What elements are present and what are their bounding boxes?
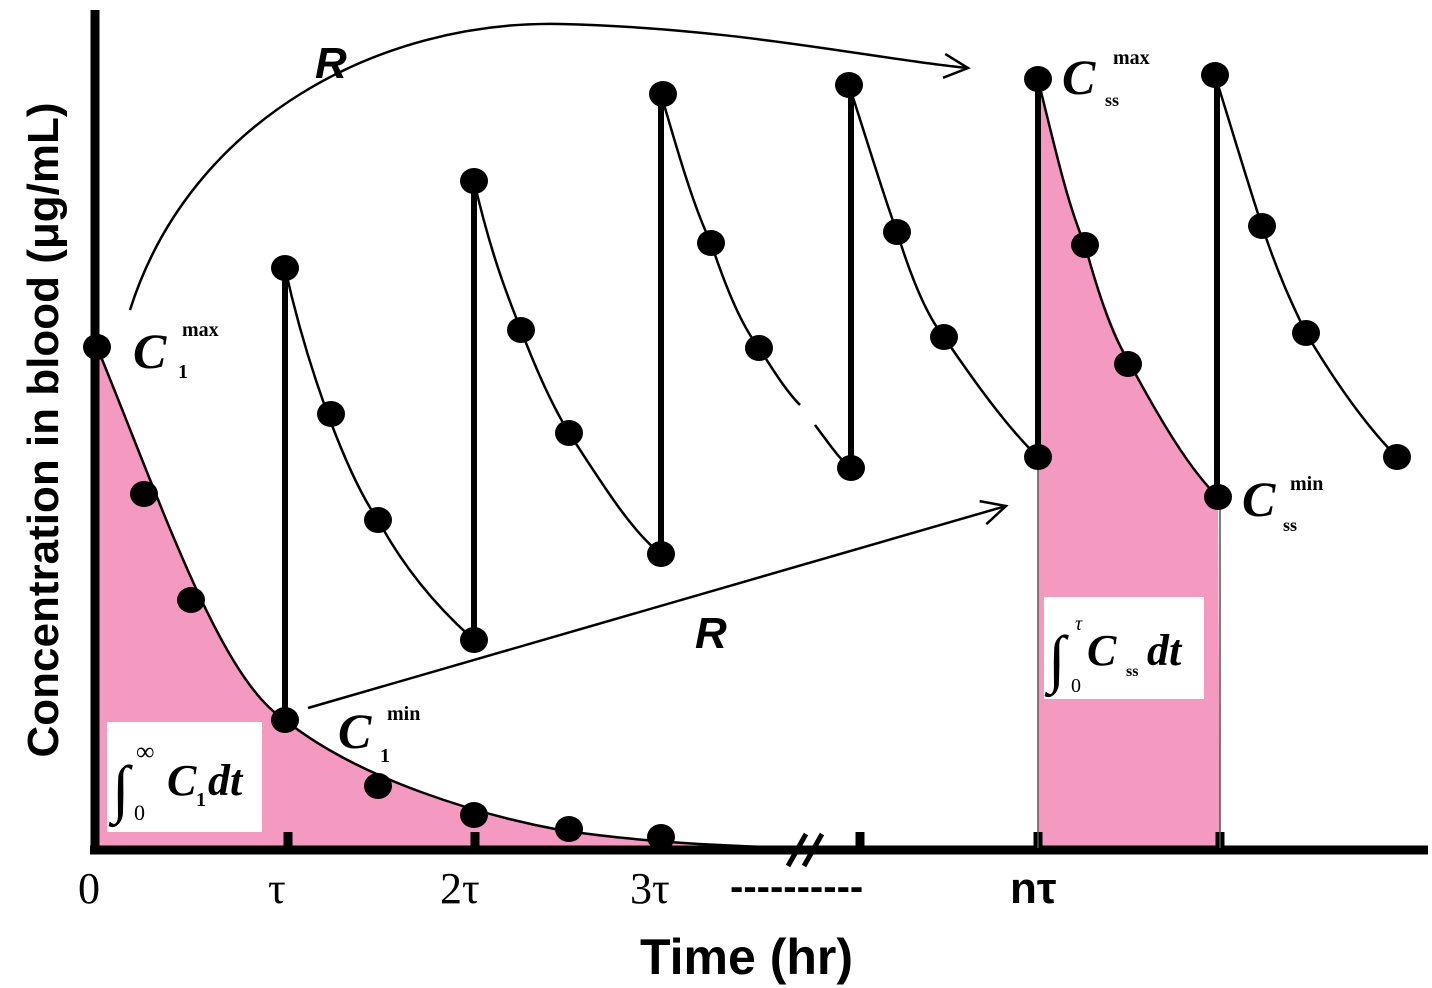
svg-text:ss: ss (1105, 90, 1119, 110)
ratio-label-min: R (695, 609, 727, 658)
svg-text:C: C (167, 756, 197, 805)
point (460, 627, 488, 653)
point (177, 587, 205, 613)
point (883, 219, 911, 245)
point (1383, 444, 1411, 470)
label-c1-min: C 1 min (338, 703, 420, 767)
auc-steady-state-area (1038, 79, 1220, 848)
svg-text:1: 1 (178, 361, 188, 383)
label-css-max: C ss max (1062, 47, 1150, 110)
point (647, 824, 675, 850)
point (317, 401, 345, 427)
svg-text:1: 1 (380, 745, 390, 767)
svg-text:dt: dt (1147, 626, 1183, 675)
integral-single-dose: ∫ 0 ∞ C 1 dt (107, 722, 262, 832)
point (130, 481, 158, 507)
svg-text:0: 0 (1071, 675, 1081, 697)
point (271, 255, 299, 281)
axis-break-mark (785, 832, 825, 868)
point (1204, 484, 1232, 510)
svg-text:min: min (1290, 473, 1323, 495)
svg-text:max: max (182, 319, 219, 341)
svg-text:∞: ∞ (136, 737, 155, 766)
point (647, 541, 675, 567)
point (83, 334, 111, 360)
svg-text:τ: τ (1075, 613, 1083, 635)
x-axis-title: Time (hr) (640, 929, 853, 985)
svg-text:C: C (1242, 471, 1276, 527)
point (1114, 351, 1142, 377)
svg-text:∫: ∫ (1044, 623, 1069, 698)
point (460, 802, 488, 828)
point (1071, 232, 1099, 258)
point (1024, 444, 1052, 470)
svg-text:C: C (1087, 626, 1117, 675)
point (364, 773, 392, 799)
svg-text:C: C (338, 703, 372, 759)
integral-steady-state: ∫ 0 τ C ss dt (1044, 597, 1204, 699)
point (507, 317, 535, 343)
tick-label-tau: τ (268, 864, 286, 913)
label-css-min: C ss min (1242, 471, 1323, 535)
point (555, 420, 583, 446)
ratio-arrow-max (128, 22, 971, 311)
point (649, 81, 677, 107)
svg-text:min: min (387, 703, 420, 725)
point (697, 230, 725, 256)
auc-ss-boundaries (1037, 457, 1221, 848)
svg-text:C: C (1062, 49, 1096, 105)
svg-text:0: 0 (134, 800, 145, 825)
point (271, 707, 299, 733)
point (1201, 62, 1229, 88)
ratio-label-max: R (315, 39, 347, 88)
svg-text:∫: ∫ (108, 753, 133, 828)
svg-text:max: max (1113, 47, 1150, 69)
tick-label-0: 0 (78, 864, 100, 913)
label-c1-max: C 1 max (133, 319, 219, 383)
point (1024, 66, 1052, 92)
point (835, 72, 863, 98)
tick-label-ntau: nτ (1010, 864, 1057, 913)
point (837, 455, 865, 481)
data-points (83, 62, 1411, 850)
svg-text:dt: dt (208, 756, 244, 805)
tick-label-2tau: 2τ (440, 864, 480, 913)
svg-text:ss: ss (1126, 663, 1138, 680)
point (745, 335, 773, 361)
tick-dashes: ---------- (730, 865, 863, 909)
y-axis-title: Concentration in blood (μg/mL) (19, 102, 68, 757)
point (930, 324, 958, 350)
svg-text:ss: ss (1283, 515, 1297, 535)
svg-text:C: C (133, 323, 167, 379)
svg-text:1: 1 (196, 789, 206, 811)
point (364, 507, 392, 533)
point (460, 168, 488, 194)
ratio-arrow-min (307, 499, 1009, 710)
dose-lines (282, 75, 1220, 720)
point (1248, 213, 1276, 239)
multi-dose-curves (283, 74, 1398, 641)
tick-label-3tau: 3τ (630, 864, 670, 913)
point (555, 816, 583, 842)
point (1292, 320, 1320, 346)
